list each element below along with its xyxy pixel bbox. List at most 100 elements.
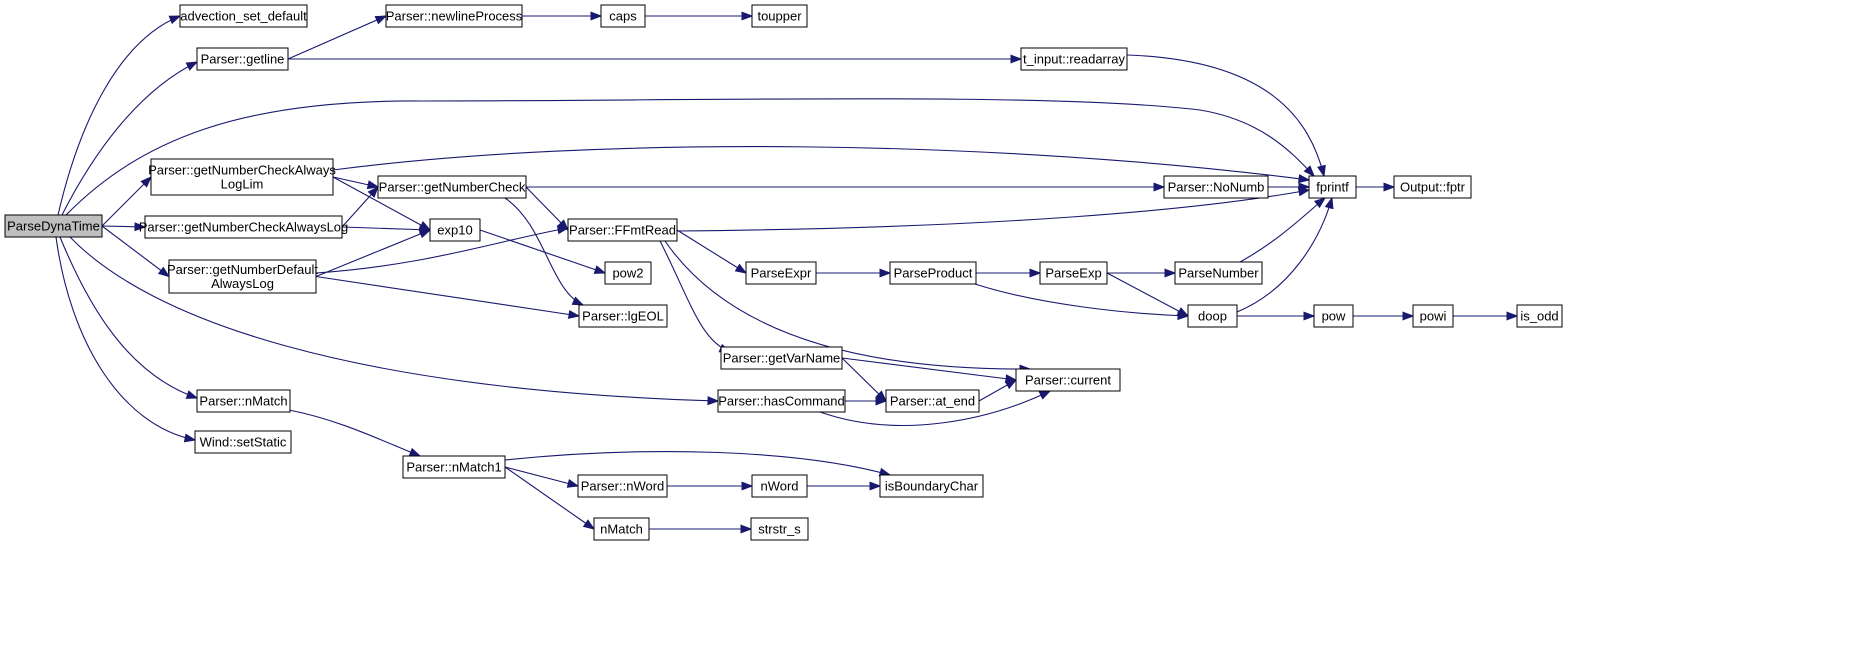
node-label: Parser::NoNumb: [1168, 180, 1265, 195]
node-label: Parser::getVarName: [723, 351, 841, 366]
node-label: Parser::getNumberCheck: [379, 180, 526, 195]
node-pow2[interactable]: pow2: [604, 261, 652, 285]
edge-parser-ffmtread-to-parseexpr: [676, 229, 748, 274]
edge-parser-getnumbercheckalwaysloglim-to-parser-getnumbercheck: [332, 176, 380, 190]
edge-parser-getnumberdefaultalwayslog-to-exp10: [315, 229, 432, 278]
node-label: fprintf: [1316, 180, 1349, 195]
node-parser-current[interactable]: Parser::current: [1015, 368, 1121, 392]
edge-parser-getnumbercheckalwayslog-to-parser-getnumbercheck: [341, 185, 379, 228]
node-parser-nword[interactable]: Parser::nWord: [577, 474, 668, 498]
node-parser-getvarname[interactable]: Parser::getVarName: [720, 346, 843, 370]
node-parser-getnumbercheckalwayslog[interactable]: Parser::getNumberCheckAlwaysLog: [139, 215, 349, 239]
node-exp10[interactable]: exp10: [429, 218, 481, 242]
node-label: Parser::nWord: [581, 479, 665, 494]
edge-nmatch-to-strstr-s: [649, 524, 753, 534]
node-label: ParseDynaTime: [7, 219, 100, 234]
edge-parsedynatime-to-parser-getnumbercheckalwaysloglim: [101, 176, 152, 227]
node-label: isBoundaryChar: [885, 479, 979, 494]
edge-parser-getvarname-to-parser-at-end: [841, 357, 888, 402]
node-label: ParseNumber: [1178, 266, 1259, 281]
node-label: Parser::at_end: [890, 394, 975, 409]
edge-parser-getnumberdefaultalwayslog-to-parser-lgeol: [315, 275, 581, 319]
node-parser-hascommand[interactable]: Parser::hasCommand: [717, 389, 846, 413]
node-strstr-s[interactable]: strstr_s: [750, 517, 809, 541]
edge-parser-nmatch1-to-nmatch: [504, 466, 596, 530]
node-parser-ffmtread[interactable]: Parser::FFmtRead: [567, 218, 678, 242]
node-toupper[interactable]: toupper: [751, 4, 808, 28]
node-label: Parser::FFmtRead: [569, 223, 676, 238]
edge-parsedynatime-to-parser-nmatch: [59, 236, 199, 399]
edge-parser-hascommand-to-parser-at-end: [845, 396, 888, 406]
node-t-input-readarray[interactable]: t_input::readarray: [1020, 47, 1128, 71]
edge-parser-nmatch1-to-isboundarychar: [504, 451, 892, 477]
edge-parser-nonumb-to-fprintf: [1268, 182, 1311, 192]
node-label: Parser::getNumberCheckAlways: [148, 163, 336, 178]
edge-t-input-readarray-to-fprintf: [1126, 54, 1326, 178]
node-caps[interactable]: caps: [600, 4, 646, 28]
node-label: nWord: [760, 479, 798, 494]
node-nmatch[interactable]: nMatch: [593, 517, 650, 541]
node-label: caps: [609, 9, 637, 24]
node-wind-setstatic[interactable]: Wind::setStatic: [194, 430, 292, 454]
node-label: doop: [1198, 309, 1227, 324]
node-label: Parser::current: [1025, 373, 1111, 388]
node-parseexpr[interactable]: ParseExpr: [745, 261, 817, 285]
node-label: ParseExpr: [751, 266, 812, 281]
node-label: nMatch: [600, 522, 643, 537]
edge-parser-ffmtread-to-parser-current: [664, 240, 1032, 374]
edge-parsedynatime-to-advection-set-default: [57, 15, 182, 216]
node-parseproduct[interactable]: ParseProduct: [889, 261, 977, 285]
node-parser-at-end[interactable]: Parser::at_end: [885, 389, 980, 413]
node-label: Parser::nMatch: [199, 394, 287, 409]
edge-parser-getnumbercheck-to-parser-ffmtread: [525, 186, 569, 232]
edge-parsedynatime-to-parser-getline: [61, 61, 199, 216]
node-label: Parser::newlineProcess: [386, 9, 523, 24]
node-label: pow2: [612, 266, 643, 281]
edge-parser-nword-to-nword: [667, 481, 754, 491]
node-is-odd[interactable]: is_odd: [1516, 304, 1563, 328]
node-label: pow: [1322, 309, 1346, 324]
edge-parser-getnumbercheck-to-parser-lgeol: [504, 197, 585, 306]
nodes-layer: ParseDynaTimeadvection_set_defaultParser…: [4, 4, 1563, 541]
node-label: Parser::getNumberDefault: [167, 262, 318, 277]
node-label: strstr_s: [758, 522, 801, 537]
edge-powi-to-is-odd: [1453, 311, 1519, 321]
node-parseexp[interactable]: ParseExp: [1039, 261, 1108, 285]
edge-parsedynatime-to-wind-setstatic: [55, 236, 197, 443]
edge-parseproduct-to-doop: [974, 283, 1190, 321]
edge-parser-getline-to-t-input-readarray: [288, 54, 1023, 64]
node-label: Parser::getline: [201, 52, 285, 67]
node-parsenumber[interactable]: ParseNumber: [1174, 261, 1263, 285]
edge-parser-getvarname-to-parser-current: [841, 357, 1018, 384]
edge-parser-nmatch-to-parser-nmatch1: [288, 409, 422, 457]
node-output-fptr[interactable]: Output::fptr: [1393, 175, 1472, 199]
edge-parseexp-to-doop: [1106, 272, 1190, 317]
node-pow[interactable]: pow: [1313, 304, 1354, 328]
edge-parser-at-end-to-parser-current: [978, 379, 1018, 402]
edge-parser-getnumbercheckalwayslog-to-exp10: [341, 225, 432, 235]
node-parser-newlineprocess[interactable]: Parser::newlineProcess: [385, 4, 523, 28]
node-parser-nmatch1[interactable]: Parser::nMatch1: [402, 455, 506, 479]
node-fprintf[interactable]: fprintf: [1308, 175, 1357, 199]
node-parser-nmatch[interactable]: Parser::nMatch: [196, 389, 291, 413]
node-isboundarychar[interactable]: isBoundaryChar: [879, 474, 984, 498]
edge-nword-to-isboundarychar: [807, 481, 882, 491]
node-nword[interactable]: nWord: [751, 474, 808, 498]
node-parser-nonumb[interactable]: Parser::NoNumb: [1163, 175, 1269, 199]
node-powi[interactable]: powi: [1412, 304, 1454, 328]
node-parser-getline[interactable]: Parser::getline: [196, 47, 289, 71]
node-label: Wind::setStatic: [200, 435, 287, 450]
node-parsedynatime[interactable]: ParseDynaTime: [4, 214, 103, 238]
node-parser-lgeol[interactable]: Parser::lgEOL: [578, 304, 668, 328]
node-doop[interactable]: doop: [1187, 304, 1238, 328]
node-advection-set-default[interactable]: advection_set_default: [179, 4, 308, 28]
edges-layer: [55, 11, 1519, 534]
edge-parser-getline-to-parser-newlineprocess: [287, 15, 388, 60]
edge-doop-to-pow: [1237, 311, 1316, 321]
node-label: Parser::lgEOL: [582, 309, 664, 324]
edge-parsedynatime-to-fprintf: [65, 98, 1315, 216]
node-parser-getnumbercheck[interactable]: Parser::getNumberCheck: [377, 175, 527, 199]
